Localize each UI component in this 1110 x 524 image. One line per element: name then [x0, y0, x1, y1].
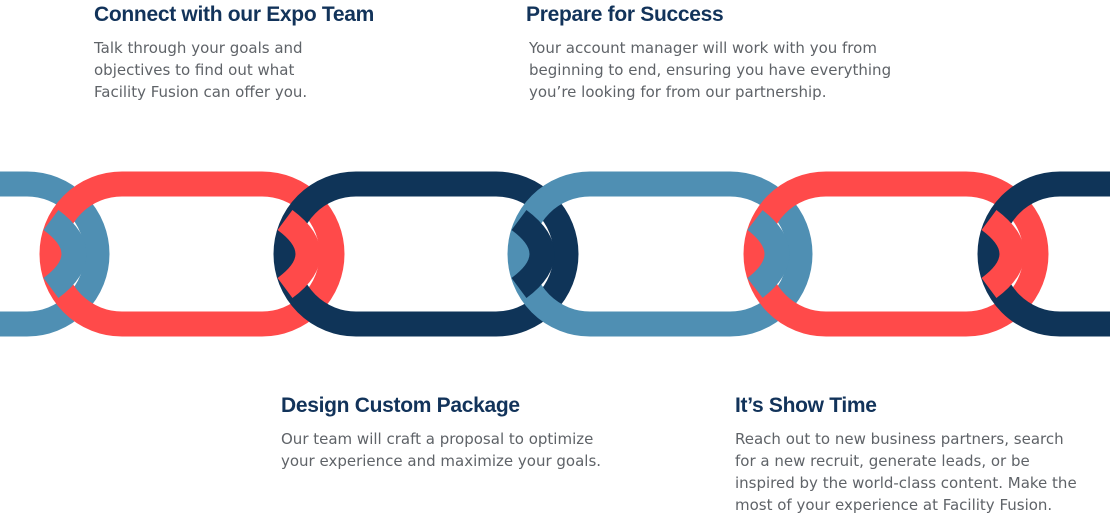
step-prepare-for-success: Prepare for Success Your account manager…: [526, 2, 896, 103]
chain-link-light-blue-left: [0, 171, 110, 337]
step-description: Reach out to new business partners, sear…: [735, 430, 1077, 514]
step-title: It’s Show Time: [735, 394, 877, 417]
chain-overlap-light-blue-over-red-right: [746, 210, 790, 298]
step-title: Prepare for Success: [526, 3, 724, 26]
chain-links-graphic: [0, 171, 1110, 337]
step-its-show-time: It’s Show Time Reach out to new business…: [735, 393, 1085, 516]
step-connect-expo-team: Connect with our Expo Team Talk through …: [94, 2, 374, 103]
step-title: Design Custom Package: [281, 394, 520, 417]
chain-overlap-red-over-navy: [277, 209, 321, 299]
step-description: Your account manager will work with you …: [529, 39, 892, 101]
chain-link-navy-center: [273, 171, 579, 337]
step-title: Connect with our Expo Team: [94, 3, 374, 26]
step-description: Our team will craft a proposal to optimi…: [281, 430, 602, 470]
step-design-custom-package: Design Custom Package Our team will craf…: [281, 393, 611, 472]
chain-link-red-left: [39, 171, 345, 337]
chain-overlap-light-blue-over-red: [43, 209, 87, 299]
chain-link-light-blue-center: [507, 171, 813, 337]
chain-link-navy-right: [977, 171, 1110, 337]
chain-overlap-red-over-navy-right: [981, 209, 1025, 299]
chain-link-red-right: [743, 171, 1049, 337]
step-description: Talk through your goals and objectives t…: [94, 39, 308, 101]
chain-overlap-navy-over-light-blue: [511, 209, 555, 299]
